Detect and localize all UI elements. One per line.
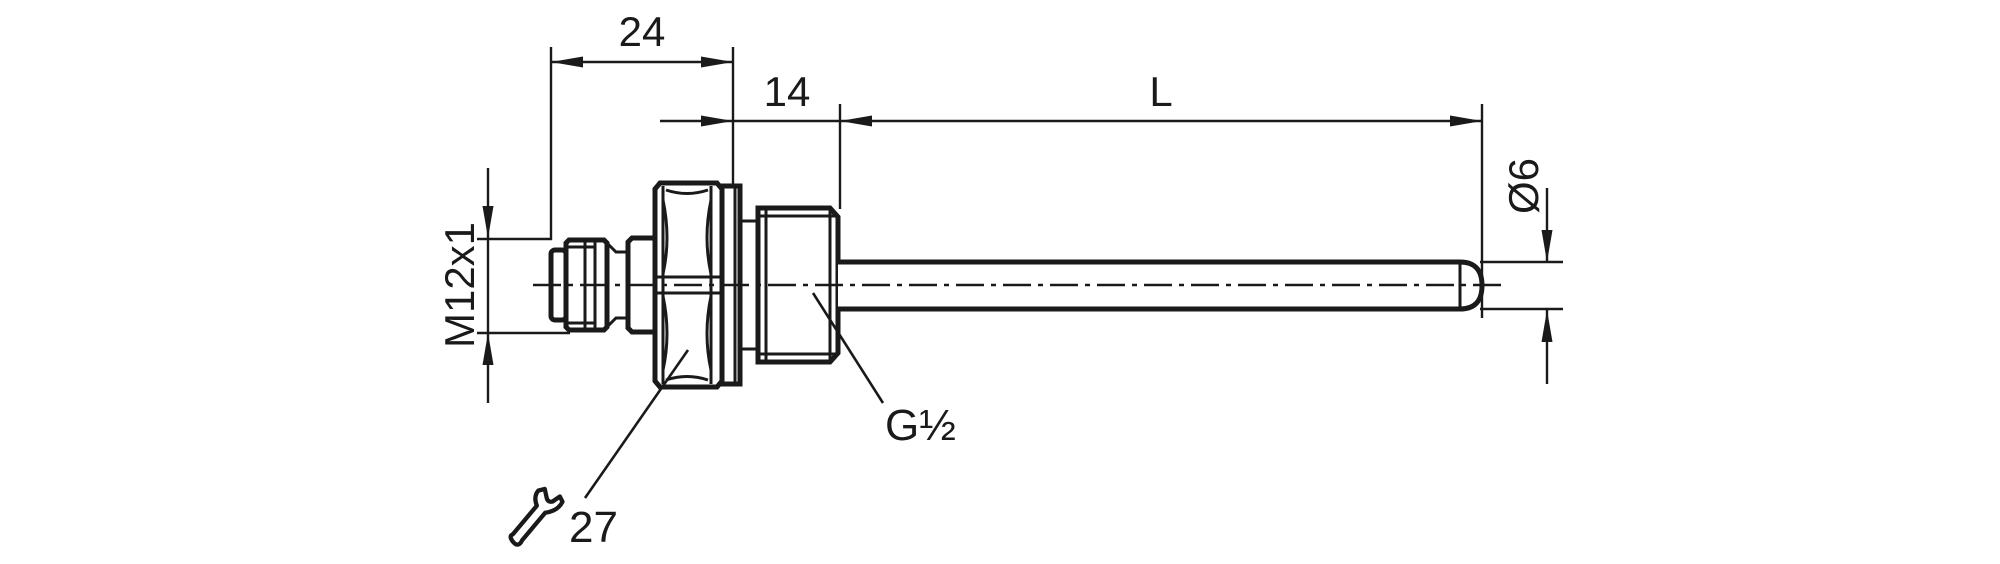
arrowhead-up	[1541, 310, 1553, 342]
hex-chamfer-arc	[665, 375, 709, 382]
arrowhead-right	[701, 115, 733, 127]
arrowhead-right	[701, 56, 733, 68]
g12-thread	[740, 205, 841, 365]
arrowhead-right	[1450, 115, 1482, 127]
dimension-diameter-6: Ø6	[1480, 158, 1563, 384]
hex-chamfer-arc	[665, 188, 709, 195]
arrowhead-up	[482, 333, 494, 365]
dimension-m12x1: M12x1	[436, 168, 570, 403]
g12-leader-line	[811, 292, 885, 404]
thread-body	[755, 205, 841, 365]
wrench-size-callout: 27	[508, 349, 690, 552]
dimension-24: 24	[549, 8, 735, 240]
dimension-L: L	[840, 68, 1484, 318]
hex-chamfer-arc	[661, 199, 669, 275]
arrowhead-down	[1541, 230, 1553, 262]
connector-thread-label: M12x1	[436, 222, 483, 348]
wrench-icon	[508, 486, 565, 547]
hex-chamfer-arc	[705, 295, 713, 371]
thread-relief-neck	[740, 219, 758, 351]
arrowhead-left	[551, 56, 583, 68]
g12-callout: G½	[811, 292, 956, 450]
arrowhead-down	[482, 206, 494, 238]
dimension-14: 14	[660, 68, 842, 209]
wrench-size-label: 27	[569, 503, 618, 552]
hex-chamfer-arc	[705, 199, 713, 275]
process-thread-label: G½	[885, 401, 956, 450]
hex-chamfer-arc	[661, 295, 669, 371]
arrowhead-left	[840, 115, 872, 127]
wrench-leader-line	[583, 349, 690, 499]
dim-14-label: 14	[764, 68, 811, 115]
probe-diameter-label: Ø6	[1500, 158, 1547, 214]
dim-L-label: L	[1149, 68, 1172, 115]
dim-24-label: 24	[619, 8, 666, 55]
